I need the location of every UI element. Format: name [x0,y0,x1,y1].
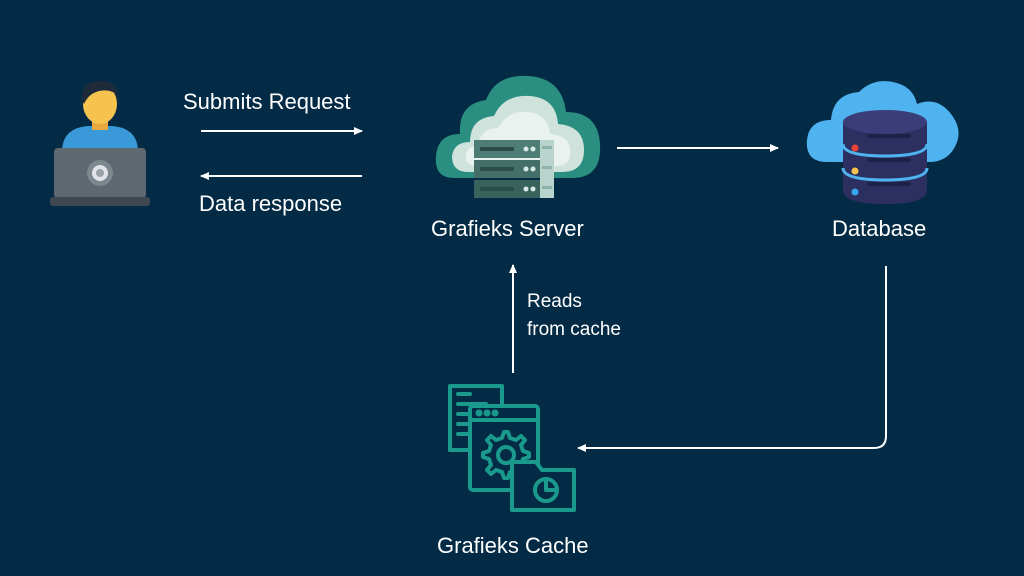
reads-line-1: Reads [527,291,582,312]
submit-request-label: Submits Request [183,89,351,114]
server-label: Grafieks Server [431,216,584,241]
user-laptop-icon [50,80,150,206]
cloud-database-icon [806,81,959,204]
cache-label: Grafieks Cache [437,533,589,558]
reads-line-2: from cache [527,319,621,340]
database-to-cache-arrow [577,266,887,452]
database-label: Database [832,216,927,241]
data-response-label: Data response [199,191,343,216]
reads-from-cache-label: Reads from cache [527,288,621,344]
cache-settings-icon [448,384,576,512]
cloud-server-icon [435,75,601,198]
